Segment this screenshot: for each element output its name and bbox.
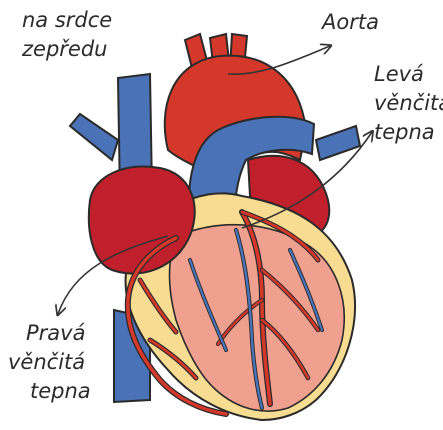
aorta-label: Aorta <box>320 10 379 34</box>
title-line-2: zepředu <box>21 37 107 61</box>
title-line-1: na srdce <box>22 8 112 32</box>
pulmonary-vein-left <box>316 126 360 160</box>
pulmonary-artery-right <box>70 114 118 160</box>
left-coronary-label-1: Levá <box>374 62 424 86</box>
right-coronary-label-1: Pravá <box>26 321 85 345</box>
right-coronary-label-3: tepna <box>30 379 91 403</box>
left-coronary-label-2: věnčitá <box>374 91 443 115</box>
right-coronary-label-2: věnčitá <box>8 350 85 374</box>
left-coronary-label-3: tepna <box>374 120 435 144</box>
